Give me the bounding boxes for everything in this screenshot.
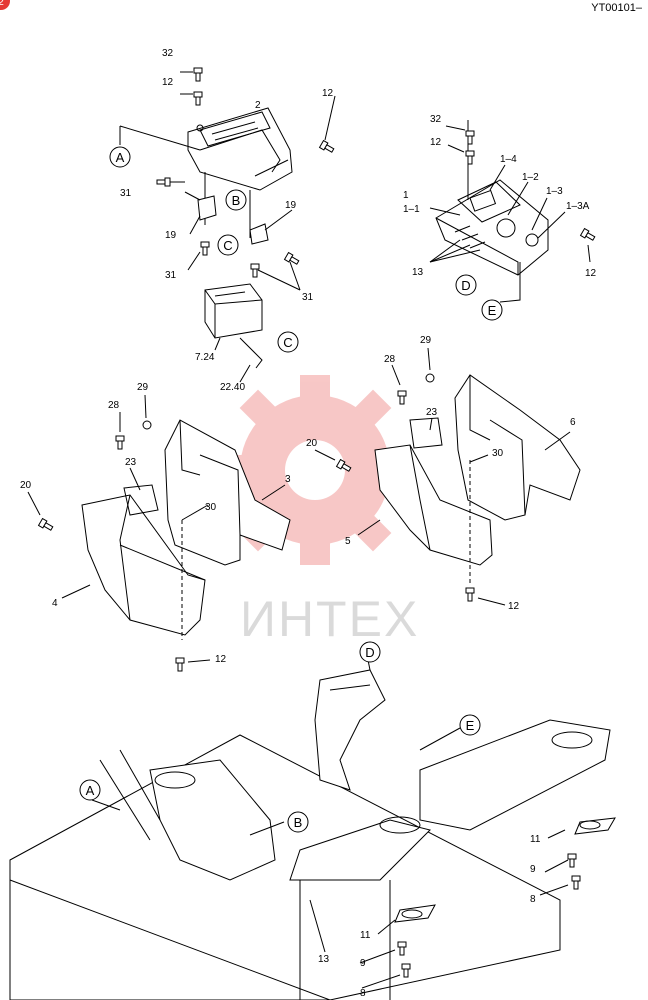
label-9b: 9 — [360, 958, 366, 969]
cover-4 — [81, 484, 206, 636]
callout-b-bottom: B — [287, 811, 309, 833]
label-5: 5 — [345, 536, 351, 547]
label-12f: 12 — [508, 601, 520, 612]
svg-text:C: C — [283, 335, 292, 350]
label-28a: 28 — [108, 400, 120, 411]
label-19b: 19 — [285, 200, 297, 211]
label-11b: 11 — [360, 930, 371, 941]
page-badge: 2 — [0, 0, 10, 10]
svg-text:E: E — [488, 303, 497, 318]
label-29b: 29 — [420, 335, 432, 346]
label-31b: 31 — [165, 270, 177, 281]
label-28b: 28 — [384, 354, 396, 365]
label-2: 2 — [255, 100, 261, 111]
bolt-32b — [465, 130, 475, 145]
label-20a: 20 — [20, 480, 32, 491]
label-31a: 31 — [120, 188, 132, 199]
label-30b: 30 — [492, 448, 504, 459]
label-12c: 12 — [430, 137, 442, 148]
label-1-1: 1–1 — [403, 204, 420, 215]
label-724: 7.24 — [195, 352, 215, 363]
label-4: 4 — [52, 598, 58, 609]
callout-d-bottom: D — [359, 641, 381, 663]
label-32a: 32 — [162, 48, 174, 59]
relay-module — [204, 283, 263, 369]
label-6: 6 — [570, 417, 576, 428]
panel-2-assembly — [119, 107, 301, 291]
callout-b-top: B — [225, 189, 247, 211]
label-20b: 20 — [306, 438, 318, 449]
callout-a-bottom: A — [79, 779, 101, 801]
callout-a-top: A — [109, 146, 131, 168]
frame-assembly — [9, 669, 616, 1000]
callout-c-low: C — [277, 331, 299, 353]
callout-e-top: E — [481, 299, 503, 321]
label-13b: 13 — [318, 954, 330, 965]
svg-text:C: C — [223, 238, 232, 253]
callout-c-mid: C — [217, 234, 239, 256]
label-3: 3 — [285, 474, 291, 485]
label-31c: 31 — [302, 292, 314, 303]
label-1-2: 1–2 — [522, 172, 539, 183]
label-1: 1 — [403, 190, 409, 201]
callout-e-bottom: E — [459, 714, 481, 736]
svg-text:D: D — [461, 278, 470, 293]
label-12d: 12 — [585, 268, 597, 279]
label-12e: 12 — [215, 654, 227, 665]
label-29a: 29 — [137, 382, 149, 393]
cover-5 — [374, 417, 493, 566]
svg-text:E: E — [466, 718, 475, 733]
svg-text:B: B — [232, 193, 241, 208]
label-23b: 23 — [426, 407, 438, 418]
bracket-3 — [164, 419, 291, 566]
label-1-3: 1–3 — [546, 186, 563, 197]
part-labels: 32 12 2 12 31 19 31 19 31 7.24 22.40 32 … — [20, 48, 597, 999]
watermark-text: ИНТЕХ — [240, 591, 420, 647]
label-12b: 12 — [322, 88, 334, 99]
svg-text:D: D — [365, 645, 374, 660]
document-id: YT00101– — [591, 2, 642, 14]
callout-d-top: D — [455, 274, 477, 296]
label-1-3a: 1–3A — [566, 201, 590, 212]
label-8b: 8 — [360, 988, 366, 999]
svg-text:B: B — [294, 815, 303, 830]
bracket-6 — [454, 374, 581, 521]
bolt-32a — [193, 67, 203, 82]
label-23a: 23 — [125, 457, 137, 468]
label-13a: 13 — [412, 267, 424, 278]
bolt-12a — [193, 91, 203, 106]
label-32b: 32 — [430, 114, 442, 125]
label-11a: 11 — [530, 834, 541, 845]
svg-text:A: A — [86, 783, 95, 798]
label-1-4: 1–4 — [500, 154, 517, 165]
svg-text:A: A — [116, 150, 125, 165]
label-12a: 12 — [162, 77, 174, 88]
label-30a: 30 — [205, 502, 217, 513]
label-9a: 9 — [530, 864, 536, 875]
label-8a: 8 — [530, 894, 536, 905]
callouts: A B C C D E D E A B — [79, 146, 503, 833]
label-2240: 22.40 — [220, 382, 245, 393]
label-19a: 19 — [165, 230, 177, 241]
